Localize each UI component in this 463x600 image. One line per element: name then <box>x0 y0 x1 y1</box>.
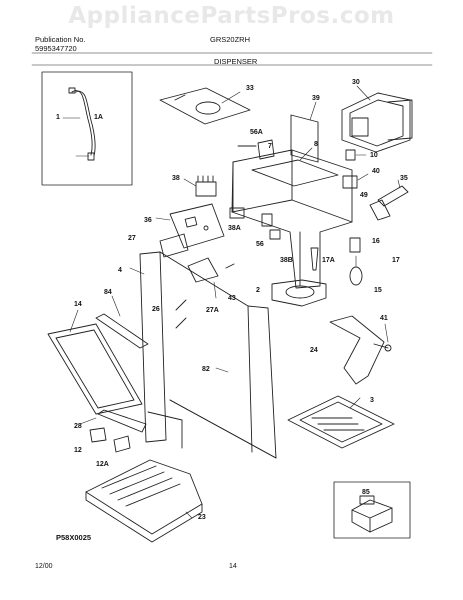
wire-harness-inset <box>41 71 133 186</box>
section-title: DISPENSER <box>214 57 258 66</box>
part-85-inset <box>333 481 411 539</box>
callout-38: 38 <box>172 175 180 182</box>
part-35-valve <box>377 179 409 207</box>
part-40-solenoid <box>342 173 369 189</box>
callout-56A: 56A <box>250 129 263 136</box>
callout-38A: 38A <box>228 225 241 232</box>
callout-17A: 17A <box>322 257 335 264</box>
callout-17: 17 <box>392 257 400 264</box>
part-10-switch <box>345 149 367 161</box>
callout-35: 35 <box>400 175 408 182</box>
part-8-dispenser-housing <box>231 147 353 289</box>
callout-30: 30 <box>352 79 360 86</box>
callout-16: 16 <box>372 238 380 245</box>
part-38A-switch <box>229 207 273 227</box>
callout-12A: 12A <box>96 461 109 468</box>
callout-14: 14 <box>74 301 82 308</box>
callout-1A: 1A <box>94 114 103 121</box>
callout-40: 40 <box>372 168 380 175</box>
callout-43: 43 <box>228 295 236 302</box>
diagram-code: P58X0025 <box>56 533 92 542</box>
callout-labels: 1 1A 33 30 39 56A 7 8 10 40 35 49 38 36 … <box>56 79 408 521</box>
callout-36: 36 <box>144 217 152 224</box>
publication-label: Publication No. <box>35 35 86 44</box>
part-49-bracket <box>369 199 391 221</box>
callout-8: 8 <box>314 141 318 148</box>
part-14-frame <box>47 309 143 415</box>
part-56-screw <box>269 229 281 240</box>
part-23-ice-tray <box>85 459 203 543</box>
part-30-frame <box>341 85 413 153</box>
part-2-ice-chute <box>271 279 327 307</box>
callout-23: 23 <box>198 514 206 521</box>
part-27A-lever <box>187 257 219 299</box>
part-43-screw <box>225 263 235 269</box>
callout-38B: 38B <box>280 257 293 264</box>
callout-27A: 27A <box>206 307 219 314</box>
callout-7: 7 <box>268 143 272 150</box>
page-number: 14 <box>229 563 237 570</box>
part-15-bulb <box>349 255 363 286</box>
callout-3: 3 <box>370 397 374 404</box>
part-12-clip <box>89 427 131 453</box>
part-28-hinge <box>79 409 147 433</box>
callout-82: 82 <box>202 366 210 373</box>
part-39-gasket <box>290 101 319 163</box>
part-17A-bulb <box>310 247 319 271</box>
callout-12: 12 <box>74 447 82 454</box>
footer-date: 12/00 <box>35 563 53 570</box>
callout-1: 1 <box>56 114 60 121</box>
callout-41: 41 <box>380 315 388 322</box>
callout-85: 85 <box>362 489 370 496</box>
part-84-trim-strip <box>95 295 149 349</box>
callout-28: 28 <box>74 423 82 430</box>
part-27-bracket <box>159 233 189 258</box>
part-7-bracket <box>237 139 275 160</box>
model-number: GRS20ZRH <box>210 35 251 44</box>
part-24-actuator-arm <box>329 315 392 385</box>
watermark-text: AppliancePartsPros.com <box>68 3 395 29</box>
callout-27: 27 <box>128 235 136 242</box>
callout-39: 39 <box>312 95 320 102</box>
callout-33: 33 <box>246 85 254 92</box>
callout-4: 4 <box>118 267 122 274</box>
callout-15: 15 <box>374 287 382 294</box>
part-3-drip-tray <box>287 395 395 449</box>
part-4-dispenser-panel <box>129 251 277 459</box>
callout-10: 10 <box>370 152 378 159</box>
callout-84: 84 <box>104 289 112 296</box>
callout-26: 26 <box>152 306 160 313</box>
part-16-lamp-socket <box>349 237 361 253</box>
callout-56: 56 <box>256 241 264 248</box>
callout-2: 2 <box>256 287 260 294</box>
part-36-control-board <box>155 203 225 249</box>
publication-number: 5995347720 <box>35 44 77 53</box>
callout-49: 49 <box>360 192 368 199</box>
callout-24: 24 <box>310 347 318 354</box>
part-38-wire-connector <box>183 175 217 197</box>
part-33-cover-plate <box>159 87 251 125</box>
